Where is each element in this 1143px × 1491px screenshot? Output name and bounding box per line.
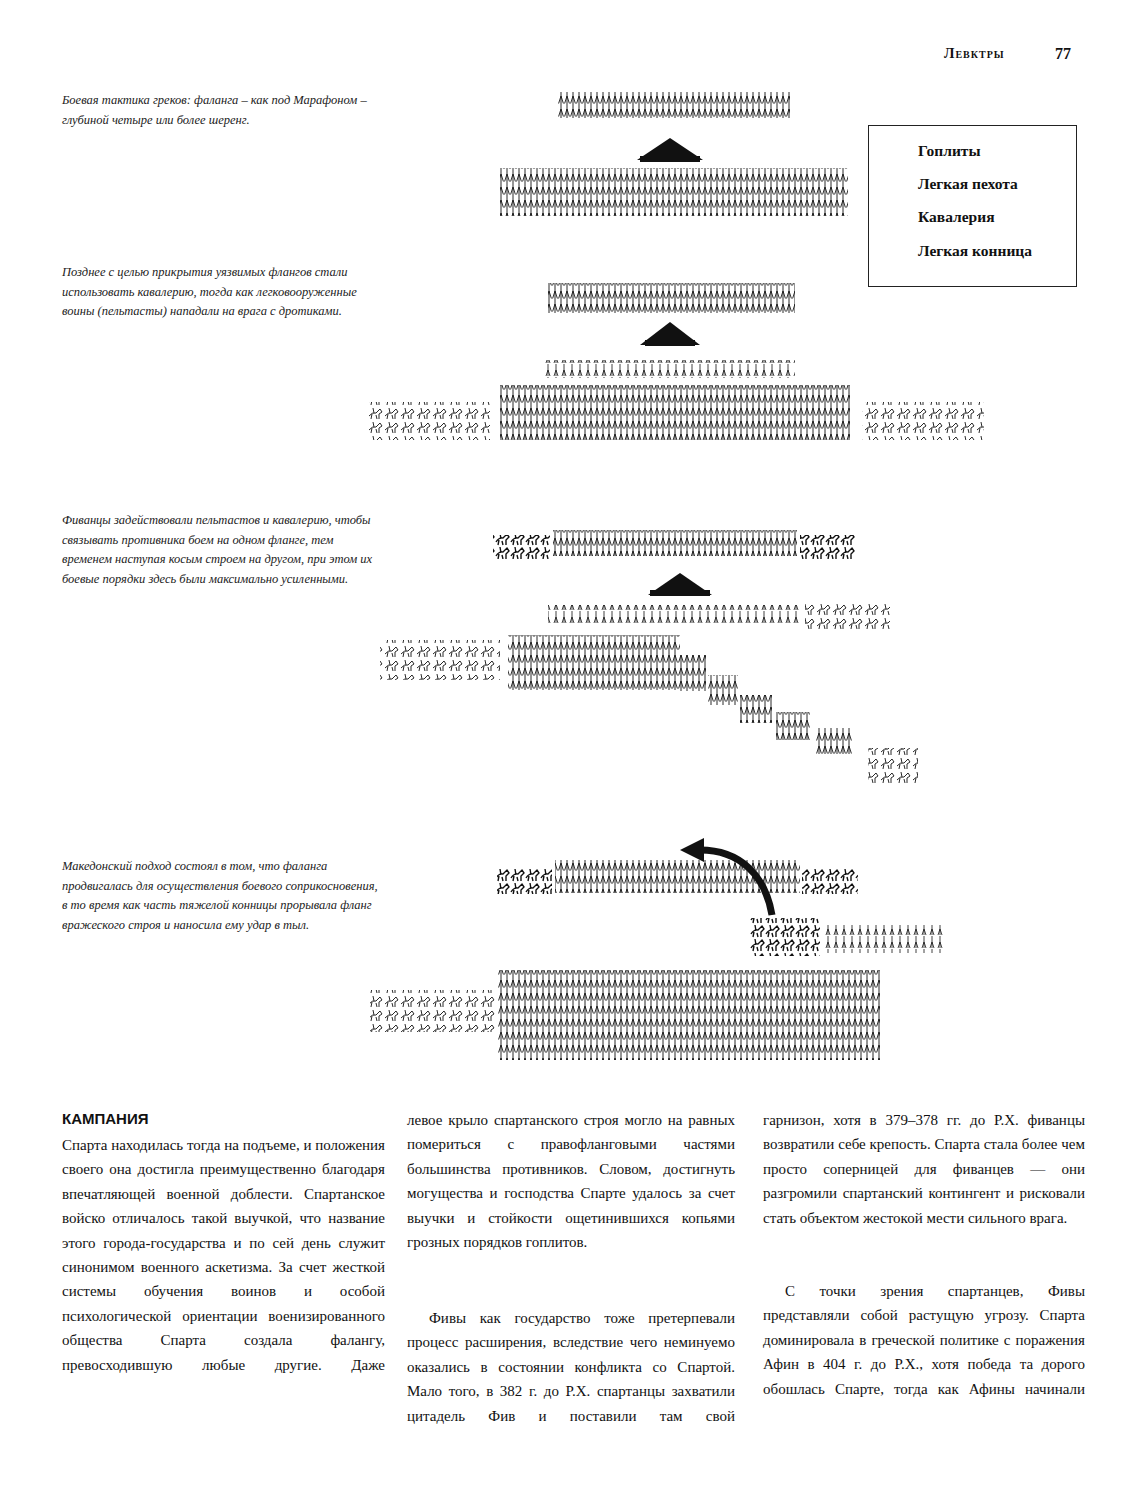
legend-text: Легкая пехота: [918, 175, 1018, 193]
section-heading: КАМПАНИЯ: [62, 1110, 262, 1127]
body-column: С точки зрения спартанцев, Фивы представ…: [763, 1279, 1085, 1401]
body-column: Спарта находилась тогда на подъеме, и по…: [62, 1133, 385, 1377]
page-number: 77: [1055, 45, 1095, 63]
body-column: левое крыло спартанского строя могло на …: [407, 1108, 735, 1254]
figure-caption: Македонский подход состоял в том, что фа…: [62, 857, 382, 935]
body-column: гарнизон, хотя в 379–378 гг. до Р.Х. фив…: [763, 1108, 1085, 1230]
figure-caption: Боевая тактика греков: фаланга – как под…: [62, 91, 382, 130]
legend-text: Гоплиты: [918, 142, 981, 160]
legend-text: Легкая конница: [918, 242, 1032, 260]
diagram-4: [370, 838, 945, 1060]
figure-caption: Фиванцы задействовали пельтастов и кавал…: [62, 511, 382, 589]
body-column: Фивы как государство тоже претерпевали п…: [407, 1306, 735, 1428]
diagram-1: [500, 92, 848, 216]
running-head: Левктры: [944, 46, 1034, 62]
legend-text: Кавалерия: [918, 208, 995, 226]
figure-caption: Позднее с целью прикрытия уязвимых фланг…: [62, 263, 382, 322]
diagram-2: [368, 283, 984, 440]
diagram-3: [380, 530, 918, 784]
